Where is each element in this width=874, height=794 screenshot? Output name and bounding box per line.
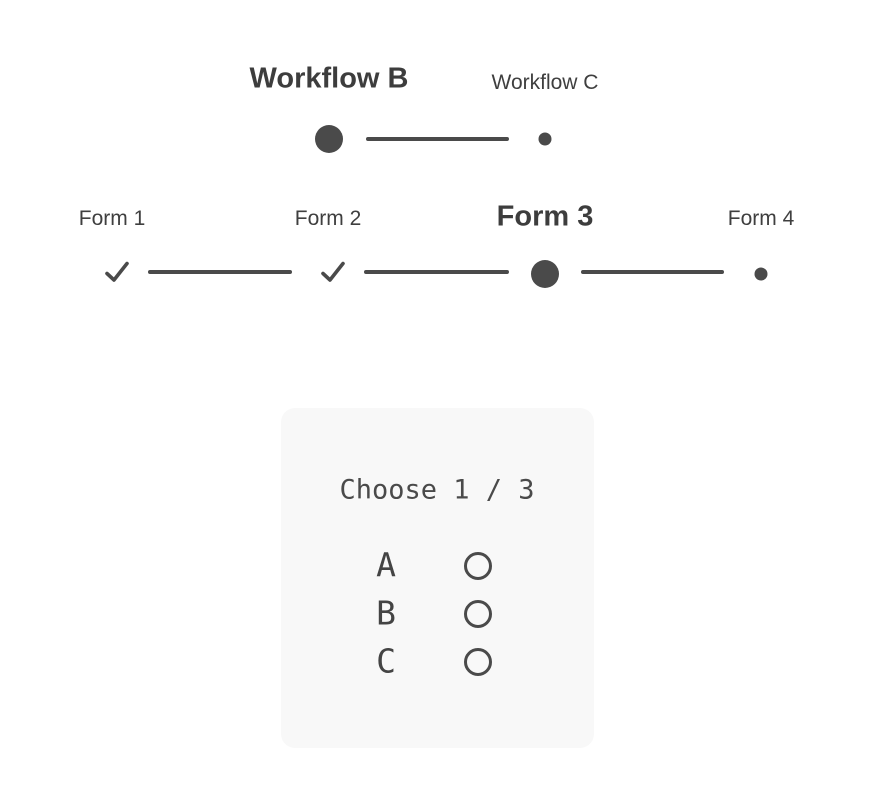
workflow-step-b-active-dot-icon[interactable]	[315, 125, 343, 153]
form-step-1-check-icon[interactable]	[102, 257, 132, 287]
workflow-step-c-upcoming-dot-icon[interactable]	[538, 132, 552, 146]
form-connector-line-1	[148, 270, 292, 274]
workflow-step-c-label[interactable]: Workflow C	[491, 71, 599, 94]
form-step-1-label[interactable]: Form 1	[78, 207, 146, 230]
form-step-4-label[interactable]: Form 4	[727, 207, 795, 230]
option-b-radio[interactable]	[464, 600, 492, 628]
option-b-label[interactable]: B	[376, 593, 396, 633]
choice-card-title: Choose 1 / 3	[339, 474, 535, 506]
form-step-4-upcoming-dot-icon[interactable]	[754, 267, 768, 281]
form-step-3-label[interactable]: Form 3	[496, 200, 594, 233]
form-connector-line-2	[364, 270, 509, 274]
workflow-step-b-label[interactable]: Workflow B	[249, 62, 409, 95]
option-a-radio[interactable]	[464, 552, 492, 580]
choice-card	[281, 408, 594, 748]
form-connector-line-3	[581, 270, 724, 274]
form-step-2-check-icon[interactable]	[318, 257, 348, 287]
form-step-3-active-dot-icon[interactable]	[531, 260, 559, 288]
option-c-radio[interactable]	[464, 648, 492, 676]
form-step-2-label[interactable]: Form 2	[294, 207, 362, 230]
option-a-label[interactable]: A	[376, 545, 396, 585]
workflow-connector-line	[366, 137, 509, 141]
option-c-label[interactable]: C	[376, 641, 396, 681]
